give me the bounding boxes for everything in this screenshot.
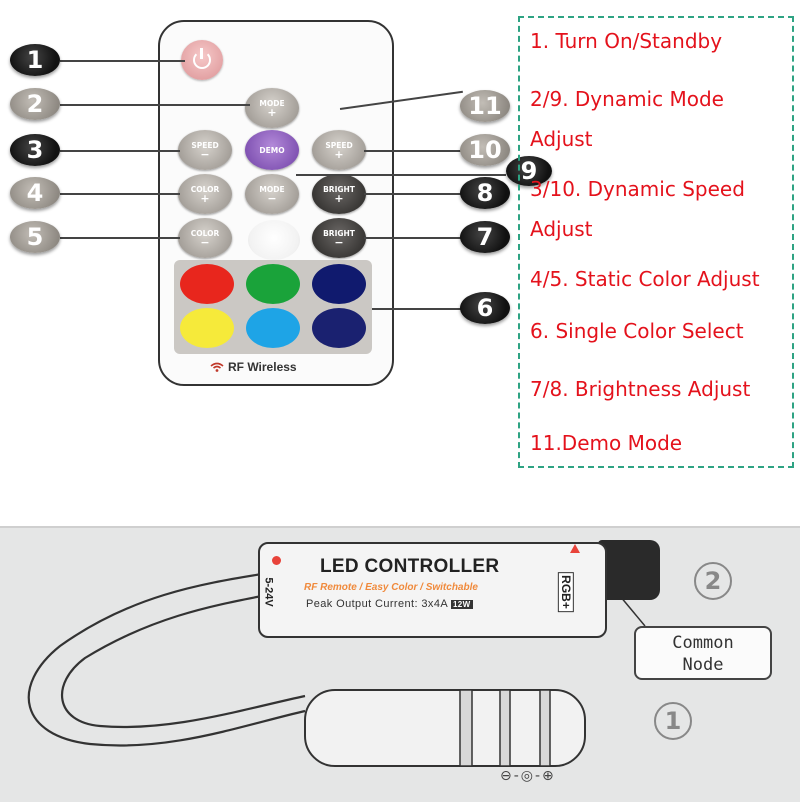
common-node-line1: Common (672, 633, 734, 653)
legend-line-3: Adjust (530, 127, 593, 151)
leader-line-4 (60, 193, 180, 195)
color-minus-symbol: − (200, 235, 210, 249)
color-minus-label: COLOR (190, 228, 220, 238)
common-node-callout: Common Node (634, 626, 772, 680)
callout-1: 1 (10, 44, 60, 76)
callout-4: 4 (10, 177, 60, 209)
mode-minus-button[interactable]: MODE − (245, 174, 299, 214)
legend-line-4: 3/10. Dynamic Speed (530, 177, 745, 201)
mode-plus-symbol: + (267, 105, 277, 119)
controller-peak-output: Peak Output Current: 3x4A 12W (306, 598, 473, 610)
speed-plus-button[interactable]: SPEED + (312, 130, 366, 170)
legend-line-6: 4/5. Static Color Adjust (530, 267, 760, 291)
speed-plus-symbol: + (334, 147, 344, 161)
voltage-marker-icon (272, 556, 281, 565)
legend-line-1: 1. Turn On/Standby (530, 29, 723, 53)
legend-line-9: 11.Demo Mode (530, 431, 683, 455)
white-color-button[interactable] (248, 220, 300, 260)
bright-plus-symbol: + (334, 191, 344, 205)
legend-line-2: 2/9. Dynamic Mode (530, 87, 724, 111)
color-button-yellow[interactable] (180, 308, 234, 348)
polarity-symbols: ⊖-◎-⊕ (500, 768, 556, 784)
color-button-red[interactable] (180, 264, 234, 304)
bright-minus-label: BRIGHT (323, 228, 355, 238)
bright-minus-button[interactable]: BRIGHT − (312, 218, 366, 258)
mode-minus-symbol: − (267, 191, 277, 205)
speed-plus-label: SPEED (325, 140, 353, 150)
color-plus-symbol: + (200, 191, 210, 205)
legend-line-8: 7/8. Brightness Adjust (530, 377, 751, 401)
rgb-port-label: RGB+ (557, 544, 590, 624)
voltage-label: 5-24V (262, 554, 290, 626)
controller-subtitle: RF Remote / Easy Color / Switchable (304, 582, 478, 593)
rf-wireless-text: RF Wireless (228, 360, 297, 374)
leader-line-7 (364, 237, 464, 239)
part-number-1: 1 (654, 702, 692, 740)
part-number-2: 2 (694, 562, 732, 600)
power-button[interactable] (181, 40, 223, 80)
legend-line-7: 6. Single Color Select (530, 319, 744, 343)
leader-line-9 (296, 174, 506, 176)
mode-minus-label: MODE (259, 184, 285, 194)
wireless-signal-icon (210, 362, 224, 372)
color-minus-button[interactable]: COLOR − (178, 218, 232, 258)
callout-11: 11 (460, 90, 510, 122)
peak-output-badge: 12W (450, 600, 473, 609)
callout-7: 7 (460, 221, 510, 253)
power-icon (193, 51, 211, 69)
callout-6: 6 (460, 292, 510, 324)
rgb-port-text: RGB+ (557, 572, 574, 612)
callout-3: 3 (10, 134, 60, 166)
peak-output-text: Peak Output Current: 3x4A (306, 598, 448, 610)
remote-diagram-panel (0, 0, 800, 510)
rgb-marker-icon (570, 544, 580, 553)
controller-title: LED CONTROLLER (320, 556, 500, 577)
leader-line-1 (60, 60, 185, 62)
color-button-navy[interactable] (312, 264, 366, 304)
leader-line-2 (60, 104, 250, 106)
color-plus-button[interactable]: COLOR + (178, 174, 232, 214)
legend-line-5: Adjust (530, 217, 593, 241)
demo-button[interactable]: DEMO (245, 130, 299, 170)
bright-plus-button[interactable]: BRIGHT + (312, 174, 366, 214)
mode-plus-button[interactable]: MODE + (245, 88, 299, 128)
leader-line-3 (60, 150, 180, 152)
color-button-dark-blue[interactable] (312, 308, 366, 348)
bright-minus-symbol: − (334, 235, 344, 249)
led-controller-body (258, 542, 607, 638)
callout-5: 5 (10, 221, 60, 253)
bright-plus-label: BRIGHT (323, 184, 355, 194)
leader-line-10 (364, 150, 464, 152)
callout-8: 8 (460, 177, 510, 209)
leader-line-5 (60, 237, 180, 239)
leader-line-6 (372, 308, 464, 310)
legend-box: 1. Turn On/Standby 2/9. Dynamic Mode Adj… (518, 16, 794, 468)
controller-cable-drawing (27, 559, 646, 767)
rf-wireless-label: RF Wireless (210, 360, 350, 374)
common-node-line2: Node (682, 655, 724, 675)
speed-minus-button[interactable]: SPEED − (178, 130, 232, 170)
mode-plus-label: MODE (259, 98, 285, 108)
demo-label: DEMO (259, 145, 285, 155)
power-icon-bar (200, 48, 203, 59)
controller-output-plug (598, 540, 660, 600)
color-plus-label: COLOR (190, 184, 220, 194)
speed-minus-label: SPEED (191, 140, 219, 150)
color-button-cyan[interactable] (246, 308, 300, 348)
voltage-text: 5-24V (262, 577, 275, 607)
leader-line-8 (364, 193, 464, 195)
callout-2: 2 (10, 88, 60, 120)
callout-10: 10 (460, 134, 510, 166)
callout-9: 9 (506, 156, 552, 186)
color-button-green[interactable] (246, 264, 300, 304)
speed-minus-symbol: − (200, 147, 210, 161)
